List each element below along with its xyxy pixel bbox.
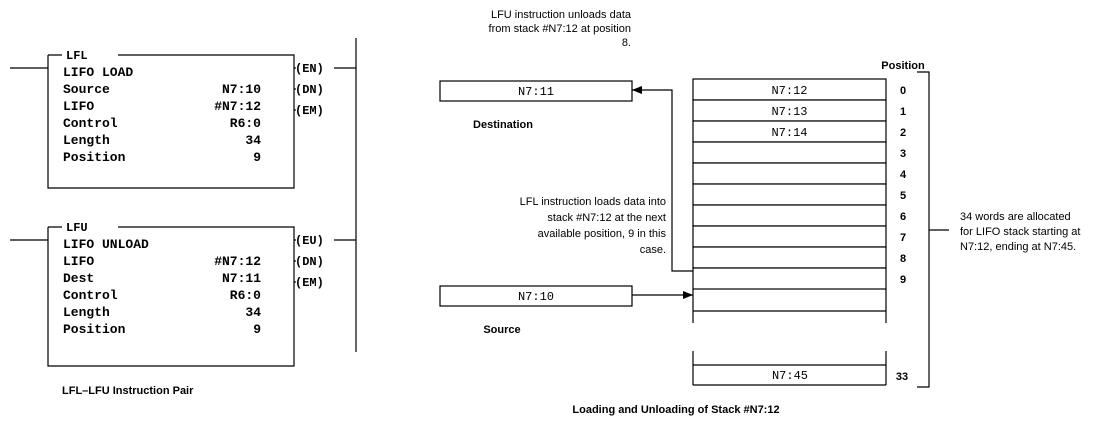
load-note: LFL instruction loads data into stack #N… bbox=[520, 196, 667, 256]
lfl-block-border bbox=[47, 54, 295, 189]
lfu-tag: LFU bbox=[66, 221, 88, 235]
stack-cell-value: N7:13 bbox=[771, 105, 807, 119]
lfl-position-label: Position bbox=[63, 150, 126, 165]
lfu-output-eu: (EU) bbox=[295, 234, 324, 248]
lfl-lifo-label: LIFO bbox=[63, 99, 94, 114]
lfu-lifo-label: LIFO bbox=[63, 254, 94, 269]
stack: N7:12 0N7:13 1N7:14 2 3 4 5 6 7 8 9 bbox=[692, 78, 907, 290]
allocation-note-line-1: 34 words are allocated bbox=[960, 211, 1071, 223]
source-box bbox=[439, 285, 633, 307]
lfl-instruction: LFL LIFO LOAD Source N7:10 LIFO #N7:12 C… bbox=[10, 49, 356, 189]
stack-cell bbox=[692, 225, 887, 248]
allocation-note: 34 words are allocated for LIFO stack st… bbox=[960, 211, 1080, 253]
stack-cell bbox=[692, 183, 887, 206]
lfl-output-en: (EN) bbox=[295, 62, 324, 76]
lfl-lifo-value: #N7:12 bbox=[214, 99, 261, 114]
stack-position-index: 1 bbox=[900, 106, 906, 118]
unload-note: LFU instruction unloads data from stack … bbox=[489, 9, 632, 49]
stack-position-index: 9 bbox=[900, 274, 906, 286]
load-note-line-2: stack #N7:12 at the next bbox=[547, 212, 666, 224]
lfl-control-label: Control bbox=[63, 116, 118, 131]
lfu-instruction: LFU LIFO UNLOAD LIFO #N7:12 Dest N7:11 C… bbox=[10, 221, 356, 367]
lfl-output-em: (EM) bbox=[295, 104, 324, 118]
lfu-position-label: Position bbox=[63, 322, 126, 337]
stack-last-position: 33 bbox=[896, 371, 908, 383]
stack-position-index: 3 bbox=[900, 148, 906, 160]
lfu-lifo-value: #N7:12 bbox=[214, 254, 261, 269]
load-note-line-4: case. bbox=[640, 244, 666, 256]
lfu-output-em: (EM) bbox=[295, 276, 324, 290]
stack-last-cell: N7:45 bbox=[772, 369, 808, 383]
lfu-control-value: R6:0 bbox=[230, 288, 261, 303]
stack-position-index: 2 bbox=[900, 127, 906, 139]
lfl-position-value: 9 bbox=[253, 150, 261, 165]
lfu-output-dn: (DN) bbox=[295, 255, 324, 269]
destination-value: N7:11 bbox=[518, 85, 554, 99]
stack-position-index: 6 bbox=[900, 211, 906, 223]
lfu-title: LIFO UNLOAD bbox=[63, 237, 149, 252]
right-caption: Loading and Unloading of Stack #N7:12 bbox=[572, 404, 779, 416]
lfl-source-label: Source bbox=[63, 82, 110, 97]
unload-arrow bbox=[632, 86, 693, 272]
lfu-length-value: 34 bbox=[245, 305, 261, 320]
stack-position-index: 0 bbox=[900, 85, 906, 97]
stack-position-index: 8 bbox=[900, 253, 906, 265]
lfu-length-label: Length bbox=[63, 305, 110, 320]
stack-cell-value: N7:14 bbox=[771, 126, 807, 140]
stack-position-header: Position bbox=[881, 60, 925, 72]
lfl-length-label: Length bbox=[63, 133, 110, 148]
load-note-line-1: LFL instruction loads data into bbox=[520, 196, 666, 208]
stack-cell bbox=[692, 162, 887, 185]
stack-position-index: 4 bbox=[900, 169, 907, 181]
lfu-dest-label: Dest bbox=[63, 271, 94, 286]
stack-cell bbox=[692, 246, 887, 269]
lfl-title: LIFO LOAD bbox=[63, 65, 133, 80]
lfl-length-value: 34 bbox=[245, 133, 261, 148]
allocation-bracket bbox=[917, 71, 930, 388]
stack-cell-value: N7:12 bbox=[771, 84, 807, 98]
stack-position-index: 7 bbox=[900, 232, 906, 244]
lfu-position-value: 9 bbox=[253, 322, 261, 337]
unload-note-line-1: LFU instruction unloads data bbox=[491, 9, 632, 21]
lfl-source-value: N7:10 bbox=[222, 82, 261, 97]
source-value: N7:10 bbox=[518, 290, 554, 304]
lfl-output-dn: (DN) bbox=[295, 83, 324, 97]
stack-cell bbox=[692, 267, 887, 290]
unload-note-line-2: from stack #N7:12 at position bbox=[489, 23, 631, 35]
stack-cell bbox=[692, 204, 887, 227]
stack-cell bbox=[692, 141, 887, 164]
lfl-tag: LFL bbox=[66, 49, 88, 63]
lfu-control-label: Control bbox=[63, 288, 118, 303]
load-note-line-3: available position, 9 in this bbox=[538, 228, 667, 240]
lfu-block-border bbox=[47, 226, 295, 367]
source-label: Source bbox=[483, 324, 520, 336]
unload-note-line-3: 8. bbox=[622, 37, 631, 49]
lfl-control-value: R6:0 bbox=[230, 116, 261, 131]
lfu-dest-value: N7:11 bbox=[222, 271, 261, 286]
allocation-note-line-3: N7:12, ending at N7:45. bbox=[960, 241, 1076, 253]
left-caption: LFL–LFU Instruction Pair bbox=[62, 385, 194, 397]
allocation-note-line-2: for LIFO stack starting at bbox=[960, 226, 1080, 238]
stack-position-index: 5 bbox=[900, 190, 906, 202]
destination-label: Destination bbox=[473, 119, 533, 131]
